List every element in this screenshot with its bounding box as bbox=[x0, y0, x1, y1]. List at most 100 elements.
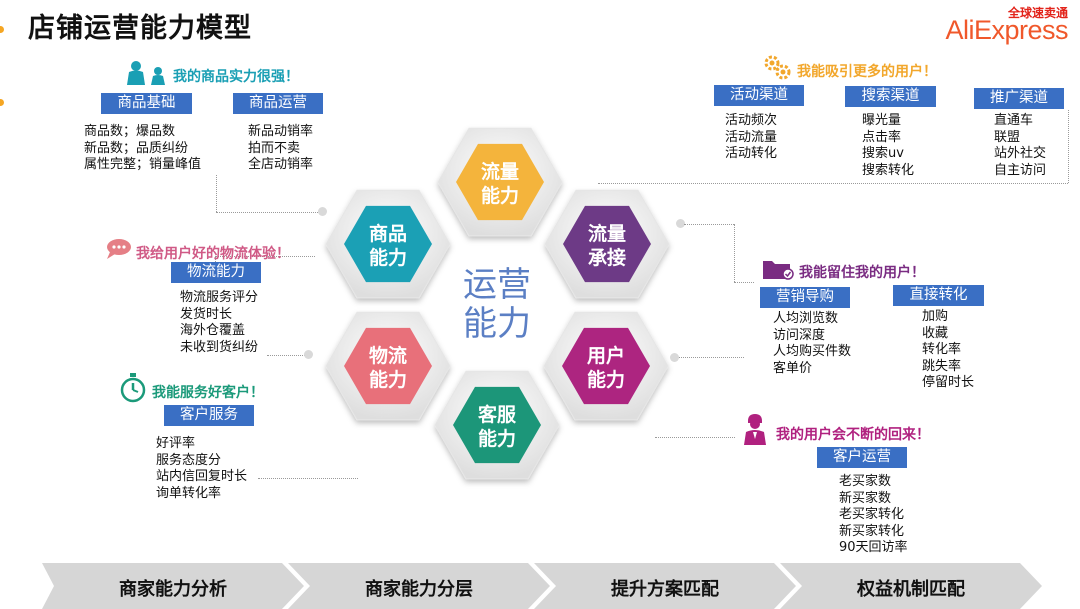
customer-ops-list: 老买家数 新买家数 老买家转化 新买家转化 90天回访率 bbox=[839, 474, 908, 557]
service-list: 好评率 服务态度分 站内信回复时长 询单转化率 bbox=[156, 436, 247, 502]
list-item: 自主访问 bbox=[994, 162, 1047, 178]
logo-brand: AliExpress bbox=[945, 15, 1068, 45]
logo-tagline: 全球速卖通 bbox=[1007, 6, 1068, 20]
hex-service-label-line2: 能力 bbox=[478, 427, 516, 450]
list-item: 90天回访率 bbox=[839, 540, 908, 556]
product-base-list: 商品数；爆品数 新品数；品质纠纷 属性完整；销量峰值 bbox=[84, 124, 201, 174]
promo-channel-tag: 推广渠道 bbox=[974, 88, 1064, 109]
list-item: 询单转化率 bbox=[156, 485, 222, 501]
search-channel-list: 曝光量 点击率 搜索uv 搜索转化 bbox=[862, 113, 914, 179]
service-tag: 客户服务 bbox=[164, 405, 254, 426]
list-item: 转化率 bbox=[922, 342, 962, 358]
list-item: 发货时长 bbox=[180, 306, 233, 322]
hex-user-label-line1: 用户 bbox=[587, 344, 625, 367]
connector-line bbox=[216, 175, 217, 212]
hex-accept-label-line2: 承接 bbox=[588, 247, 626, 269]
activity-channel-tag: 活动渠道 bbox=[714, 85, 804, 106]
page-title: 店铺运营能力模型 bbox=[28, 13, 252, 44]
list-item: 停留时长 bbox=[922, 375, 975, 391]
connector-line bbox=[1068, 110, 1069, 183]
retention-heading: 我能留住我的用户！ bbox=[799, 265, 925, 281]
product-ops-tag: 商品运营 bbox=[233, 93, 323, 114]
step-arrow-shape bbox=[42, 563, 304, 609]
list-item: 拍而不卖 bbox=[248, 140, 301, 156]
list-item: 海外仓覆盖 bbox=[180, 323, 246, 339]
chat-bubble-icon bbox=[107, 239, 131, 259]
marketing-guide-list: 人均浏览数 访问深度 人均购买件数 客单价 bbox=[773, 311, 851, 377]
promo-channel-list: 直通车 联盟 站外社交 自主访问 bbox=[994, 113, 1046, 179]
search-channel-tag: 搜索渠道 bbox=[845, 86, 936, 107]
hex-user-label-line2: 能力 bbox=[587, 368, 625, 391]
list-item: 老买家转化 bbox=[839, 507, 905, 523]
list-item: 客单价 bbox=[773, 360, 813, 376]
connector-line bbox=[216, 212, 322, 213]
hex-traffic bbox=[456, 143, 544, 221]
process-step: 提升方案匹配 bbox=[534, 563, 796, 609]
list-item: 加购 bbox=[922, 309, 949, 324]
step-label: 商家能力分层 bbox=[365, 579, 473, 600]
hex-logistics bbox=[344, 327, 432, 405]
hex-service bbox=[453, 386, 541, 464]
step-label: 提升方案匹配 bbox=[611, 579, 719, 600]
connector-dot bbox=[304, 350, 313, 359]
stopwatch-icon bbox=[120, 373, 146, 403]
list-item: 跳失率 bbox=[922, 358, 962, 374]
hex-accept bbox=[563, 205, 651, 283]
hex-product-label-line1: 商品 bbox=[369, 222, 407, 245]
product-ops-list: 新品动销率 拍而不卖 全店动销率 bbox=[248, 124, 313, 174]
connector-line bbox=[679, 357, 744, 358]
product-base-tag: 商品基础 bbox=[101, 93, 192, 114]
customer-ops-tag: 客户运营 bbox=[817, 447, 907, 468]
hex-product bbox=[344, 205, 432, 283]
hex-product-label-line2: 能力 bbox=[369, 246, 407, 269]
connector-line bbox=[655, 437, 735, 438]
step-label: 权益机制匹配 bbox=[857, 579, 965, 600]
list-item: 商品数；爆品数 bbox=[84, 124, 176, 139]
list-item: 未收到货纠纷 bbox=[180, 339, 259, 355]
service-heading: 我能服务好客户！ bbox=[152, 385, 264, 401]
hex-accept-label-line1: 流量 bbox=[588, 222, 626, 245]
service-agent-icon bbox=[744, 414, 766, 445]
connector-line bbox=[215, 256, 315, 257]
list-item: 站外社交 bbox=[994, 146, 1047, 162]
list-item: 人均浏览数 bbox=[773, 311, 839, 326]
hex-traffic-label-line1: 流量 bbox=[481, 160, 519, 183]
hex-user bbox=[562, 327, 650, 405]
connector-line bbox=[684, 224, 734, 225]
marketing-guide-tag: 营销导购 bbox=[760, 287, 850, 308]
step-arrow-shape bbox=[534, 563, 796, 609]
list-item: 活动流量 bbox=[725, 129, 778, 145]
list-item: 点击率 bbox=[862, 129, 902, 145]
aliexpress-logo: 全球速卖通 AliExpress bbox=[928, 4, 1068, 45]
list-item: 属性完整；销量峰值 bbox=[84, 157, 202, 173]
step-arrow-shape bbox=[288, 563, 550, 609]
list-item: 曝光量 bbox=[862, 113, 902, 128]
hex-traffic-label-line2: 能力 bbox=[481, 184, 519, 207]
process-step: 商家能力分层 bbox=[288, 563, 550, 609]
step-label: 商家能力分析 bbox=[119, 579, 227, 600]
connector-dot bbox=[676, 219, 685, 228]
list-item: 老买家数 bbox=[839, 474, 892, 489]
hex-logistics-label-line1: 物流 bbox=[369, 344, 407, 367]
center-label-line2: 能力 bbox=[463, 304, 531, 344]
logistics-tag: 物流能力 bbox=[171, 262, 261, 283]
connector-line bbox=[734, 224, 735, 282]
list-item: 人均购买件数 bbox=[773, 344, 852, 360]
logistics-list: 物流服务评分 发货时长 海外仓覆盖 未收到货纠纷 bbox=[180, 290, 258, 356]
list-item: 物流服务评分 bbox=[180, 290, 259, 305]
list-item: 活动转化 bbox=[725, 146, 778, 162]
connector-line bbox=[598, 183, 1068, 184]
process-step: 权益机制匹配 bbox=[780, 563, 1042, 609]
list-item: 新买家数 bbox=[839, 490, 892, 506]
list-item: 新买家转化 bbox=[839, 523, 905, 539]
list-item: 站内信回复时长 bbox=[156, 469, 248, 485]
people-icon bbox=[127, 61, 165, 85]
list-item: 搜索转化 bbox=[862, 162, 915, 178]
list-item: 全店动销率 bbox=[248, 157, 314, 173]
list-item: 直通车 bbox=[994, 113, 1034, 128]
hex-service-label-line1: 客服 bbox=[478, 403, 517, 426]
logistics-heading: 我给用户好的物流体验！ bbox=[136, 246, 290, 262]
connector-dot bbox=[318, 207, 327, 216]
list-item: 活动频次 bbox=[725, 113, 778, 128]
list-item: 搜索uv bbox=[862, 146, 904, 162]
